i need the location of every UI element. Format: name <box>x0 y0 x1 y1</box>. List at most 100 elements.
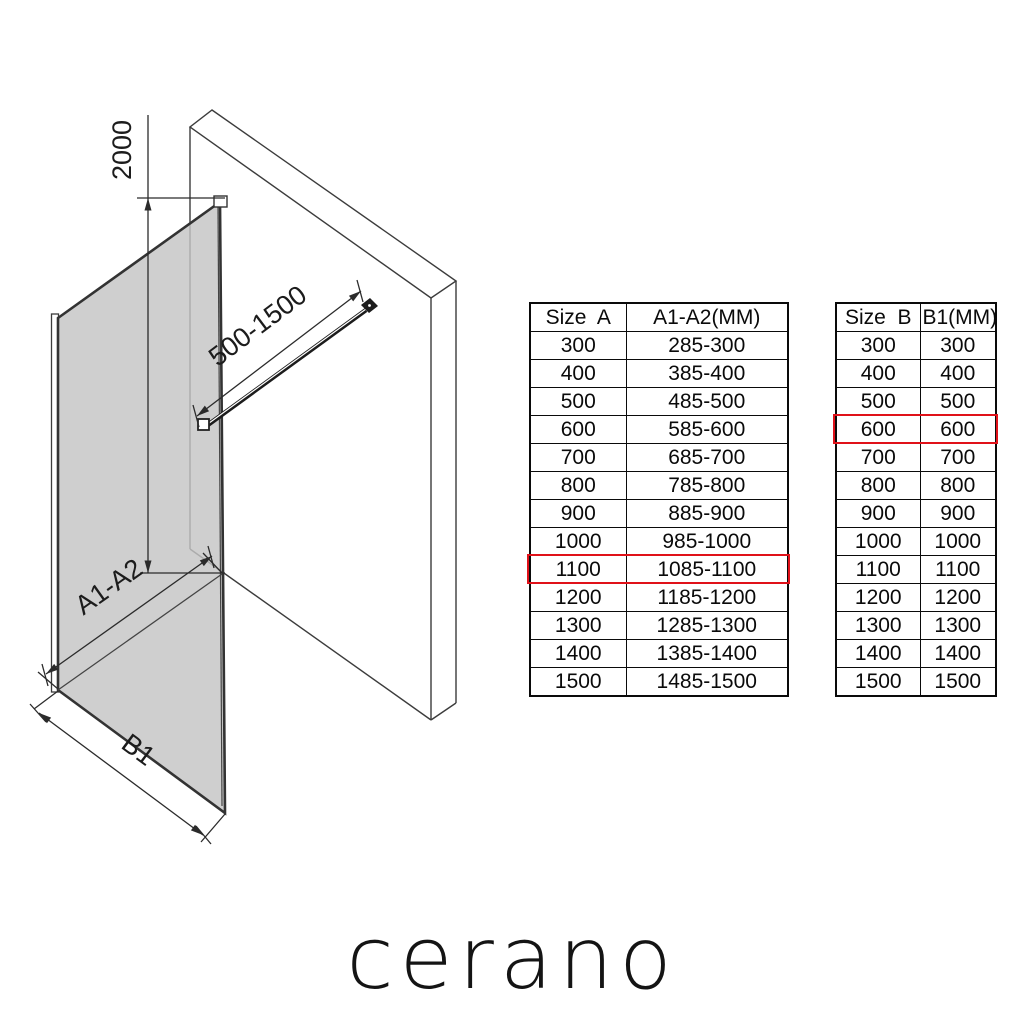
table-cell: 1200 <box>919 583 997 612</box>
table-cell: 400 <box>529 359 627 388</box>
table-cell: 800 <box>529 471 627 500</box>
dim-b-ext-left <box>33 690 59 710</box>
table-cell: 300 <box>919 331 997 360</box>
table-cell: 800 <box>835 471 921 500</box>
glass-pane <box>56 199 227 816</box>
dim-a-tick-right <box>207 545 215 569</box>
dimension-height: 2000 <box>107 115 225 574</box>
table-cell: 400 <box>835 359 921 388</box>
dim-bar-tick-left <box>192 404 200 428</box>
table-cell: 600 <box>529 415 627 444</box>
table-cell: 500 <box>835 387 921 416</box>
support-bar-fitting-pin <box>368 304 371 307</box>
table-cell: 1400 <box>919 639 997 668</box>
column-header: A1-A2(MM) <box>625 302 789 332</box>
table-cell: 900 <box>529 499 627 528</box>
table-cell: 300 <box>529 331 627 360</box>
table-cell: 1300 <box>835 611 921 640</box>
brand-logo: cerano <box>346 909 678 1009</box>
table-cell: 500 <box>919 387 997 416</box>
table-cell: 1000 <box>835 527 921 556</box>
table-cell: 800 <box>919 471 997 500</box>
table-cell: 1385-1400 <box>625 639 789 668</box>
wall-bottom-right-edge <box>430 702 457 721</box>
table-cell: 1400 <box>529 639 627 668</box>
table-cell: 1300 <box>919 611 997 640</box>
table-cell: 1100 <box>919 555 997 584</box>
table-cell: 585-600 <box>625 415 789 444</box>
glass-profile-cap <box>213 195 228 208</box>
support-bar-glass-clamp <box>197 418 210 431</box>
table-cell: 1200 <box>835 583 921 612</box>
dim-bar-line <box>196 290 362 417</box>
table-cell: 1300 <box>529 611 627 640</box>
table-cell: 285-300 <box>625 331 789 360</box>
table-cell: 1100 <box>529 555 627 584</box>
table-cell: 785-800 <box>625 471 789 500</box>
wall-top-face <box>188 109 458 299</box>
wall-base-line <box>189 548 432 721</box>
table-cell: 1500 <box>529 667 627 697</box>
table-cell: 385-400 <box>625 359 789 388</box>
table-cell: 900 <box>835 499 921 528</box>
wall <box>188 109 458 721</box>
table-cell: 500 <box>529 387 627 416</box>
dim-height-label: 2000 <box>107 120 137 180</box>
table-cell: 1485-1500 <box>625 667 789 697</box>
support-bar-rod-highlight <box>204 308 367 427</box>
dim-a-line <box>45 555 213 675</box>
table-cell: 685-700 <box>625 443 789 472</box>
dim-a-tick-left <box>41 663 49 687</box>
table-cell: 1400 <box>835 639 921 668</box>
column-header: Size A <box>529 302 627 332</box>
glass-panel <box>50 195 228 816</box>
table-cell: 1185-1200 <box>625 583 789 612</box>
table-cell: 700 <box>835 443 921 472</box>
table-cell: 700 <box>919 443 997 472</box>
dim-b-tick-left <box>29 703 47 723</box>
table-cell: 1285-1300 <box>625 611 789 640</box>
table-cell: 1000 <box>919 527 997 556</box>
table-cell: 600 <box>919 415 997 444</box>
table-cell: 485-500 <box>625 387 789 416</box>
table-cell: 1500 <box>919 667 997 697</box>
table-cell: 985-1000 <box>625 527 789 556</box>
table-cell: 700 <box>529 443 627 472</box>
table-cell: 1200 <box>529 583 627 612</box>
table-cell: 600 <box>835 415 921 444</box>
table-cell: 1100 <box>835 555 921 584</box>
column-header: Size B <box>835 302 921 332</box>
table-cell: 885-900 <box>625 499 789 528</box>
dim-a-ext-left <box>37 671 59 690</box>
dim-bar-tick-right <box>356 279 364 303</box>
table-cell: 1000 <box>529 527 627 556</box>
table-cell: 1085-1100 <box>625 555 789 584</box>
